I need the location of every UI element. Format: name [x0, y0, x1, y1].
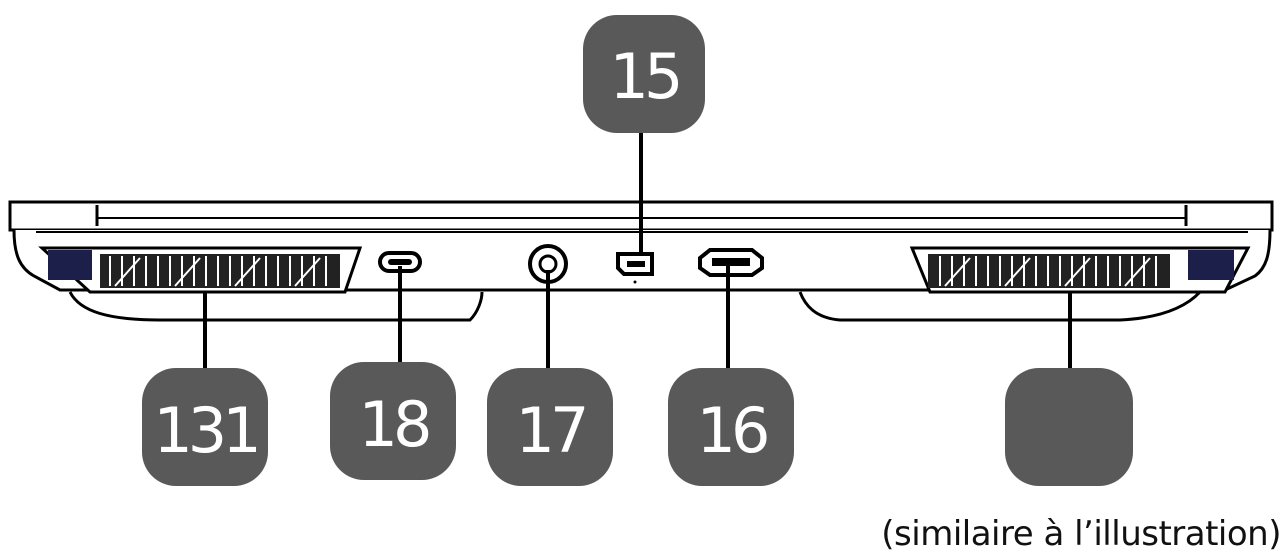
left-vent — [38, 246, 363, 294]
callout-17: 17 — [487, 368, 613, 486]
callout-131-label: 131 — [153, 394, 256, 467]
right-vent — [909, 246, 1251, 294]
mini-displayport — [616, 252, 654, 284]
leader-lines — [203, 130, 1072, 380]
callout-15-label: 15 — [610, 40, 679, 113]
callout-131: 131 — [142, 368, 268, 486]
callout-18-label: 18 — [359, 388, 429, 461]
callout-17-label: 17 — [516, 394, 585, 467]
illustration-caption: (similaire à l’illustration) — [881, 514, 1281, 554]
callout-18: 18 — [330, 362, 456, 480]
callout-15: 15 — [583, 15, 705, 133]
callout-16: 16 — [668, 368, 794, 486]
hdmi-port — [698, 248, 764, 277]
callout-blank — [1005, 368, 1133, 486]
callout-16-label: 16 — [697, 394, 767, 467]
